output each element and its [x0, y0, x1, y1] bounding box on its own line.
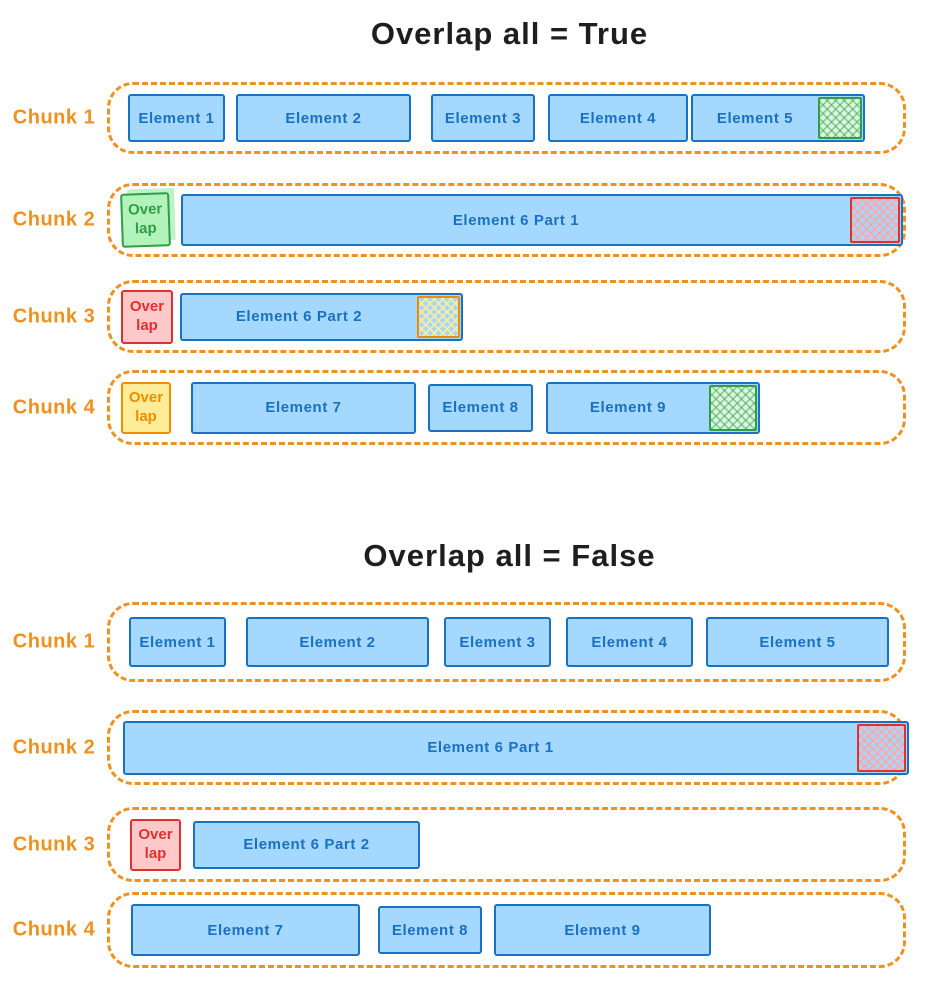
- chunk-label: Chunk 2: [12, 736, 96, 758]
- section-title: Overlap all = True: [370, 16, 649, 51]
- element-box: Element 9: [494, 904, 711, 956]
- element-label: Element 6 Part 1: [452, 211, 580, 229]
- chunk-container: Element 6 Part 1: [107, 710, 909, 785]
- chunk-row: Chunk 4 Element 7 Element 8 Element 9: [0, 892, 941, 968]
- chunk-row: Chunk 4 Over lap Element 7 Element 8 Element…: [0, 370, 941, 445]
- element-label: Element 6 Part 1: [427, 739, 554, 756]
- element-box: Element 2: [236, 94, 411, 142]
- element-label: Element 1: [138, 109, 215, 127]
- element-label: Element 9: [589, 399, 667, 416]
- chunk-container: Element 1 Element 2 Element 3 Element 4 Elem…: [107, 602, 906, 682]
- element-box: Element 3: [444, 617, 551, 667]
- element-label: Element 2: [285, 109, 362, 127]
- element-box: Element 4: [548, 94, 688, 142]
- chunk-container: Over lap Element 6 Part 2: [107, 807, 906, 882]
- element-box: Element 6 Part 2: [180, 292, 463, 341]
- end-overlap-hatch-green: [818, 97, 862, 139]
- chunk-container: Over lap Element 6 Part 2: [107, 280, 906, 353]
- chunk-row: Chunk 2 Over lap Element 6 Part 1: [0, 183, 941, 257]
- element-box: Element 8: [428, 383, 533, 432]
- element-box: Element 1: [128, 94, 225, 142]
- chunk-row: Chunk 3 Over lap Element 6 Part 2: [0, 807, 941, 882]
- overlap-start-box-yellow: Over lap: [121, 381, 171, 434]
- element-box: Element 6 Part 1: [123, 720, 909, 775]
- chunk-container: Over lap Element 6 Part 1: [107, 183, 906, 257]
- element-label: Element 4: [591, 633, 668, 651]
- element-label: Element 2: [299, 633, 376, 651]
- element-label: Element 5: [759, 633, 836, 651]
- element-label: Element 3: [444, 109, 522, 127]
- element-box: Element 5: [691, 94, 865, 142]
- element-label: Element 7: [265, 399, 342, 416]
- element-label: Element 4: [579, 109, 657, 127]
- element-label: Element 6 Part 2: [235, 308, 363, 325]
- chunk-label: Chunk 4: [12, 396, 96, 418]
- end-overlap-hatch-green: [709, 384, 757, 431]
- chunk-label: Chunk 3: [12, 833, 96, 855]
- element-box: Element 5: [706, 617, 889, 667]
- element-box: Element 8: [378, 906, 482, 954]
- end-overlap-hatch-red: [857, 723, 906, 772]
- chunk-container: Element 1 Element 2 Element 3 Element 4 Elem…: [107, 82, 906, 154]
- element-label: Element 7: [207, 921, 284, 939]
- chunk-label: Chunk 1: [12, 106, 96, 129]
- chunk-label: Chunk 1: [12, 630, 96, 653]
- overlap-start-box-red: Over lap: [121, 289, 173, 344]
- section-title: Overlap all = False: [363, 538, 656, 573]
- element-box: Element 3: [431, 94, 535, 142]
- element-label: Element 6 Part 2: [243, 836, 370, 853]
- element-label: Element 8: [442, 399, 519, 416]
- end-overlap-hatch-orange: [417, 295, 460, 338]
- element-box: Element 6 Part 2: [193, 820, 420, 869]
- chunk-label: Chunk 4: [12, 918, 96, 941]
- chunk-container: Over lap Element 7 Element 8 Element 9: [107, 370, 906, 445]
- element-label: Element 3: [459, 633, 536, 651]
- overlap-start-box-green: Over lap: [120, 192, 171, 248]
- chunk-row: Chunk 2 Element 6 Part 1: [0, 710, 941, 785]
- element-box: Element 7: [131, 904, 360, 956]
- element-label: Element 9: [564, 921, 641, 939]
- element-box: Element 6 Part 1: [181, 194, 903, 246]
- element-box: Element 7: [191, 381, 416, 434]
- chunk-label: Chunk 2: [12, 208, 96, 231]
- element-label: Element 1: [139, 633, 216, 651]
- overlap-start-box-red: Over lap: [130, 818, 181, 871]
- chunk-row: Chunk 3 Over lap Element 6 Part 2: [0, 280, 941, 353]
- element-box: Element 1: [129, 617, 226, 667]
- element-label: Element 8: [391, 921, 469, 939]
- chunk-container: Element 7 Element 8 Element 9: [107, 892, 906, 968]
- element-label: Element 5: [716, 109, 794, 127]
- chunk-label: Chunk 3: [12, 305, 96, 327]
- element-box: Element 2: [246, 617, 429, 667]
- element-box: Element 4: [566, 617, 693, 667]
- element-box: Element 9: [546, 381, 760, 434]
- end-overlap-hatch-red: [850, 197, 900, 243]
